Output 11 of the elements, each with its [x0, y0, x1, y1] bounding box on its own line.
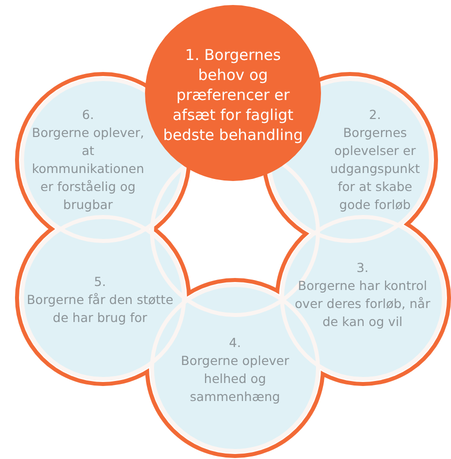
- step-number: 5.: [94, 273, 106, 291]
- step-number: 3.: [356, 259, 368, 277]
- step-text: Borgernes oplevelser er udgangspunkt for at skabe gode forløb: [329, 124, 421, 214]
- step-number: 4.: [229, 334, 241, 352]
- step-text: Borgerne oplever helhed og sammenhæng: [180, 352, 290, 406]
- step-number: 6.: [82, 106, 94, 124]
- step-number: 2.: [369, 106, 381, 124]
- step-text: Borgerne oplever, at kommunikationen er forståelig og brugbar: [30, 124, 146, 214]
- step-text: Borgerne får den støtte de har brug for: [26, 291, 174, 327]
- step-text: Borgerne har kontrol over deres forløb, når de kan og vil: [294, 277, 432, 331]
- step-text: 1. Borgernes behov og præferencer er afsæt for fagligt bedste behandling: [163, 45, 303, 145]
